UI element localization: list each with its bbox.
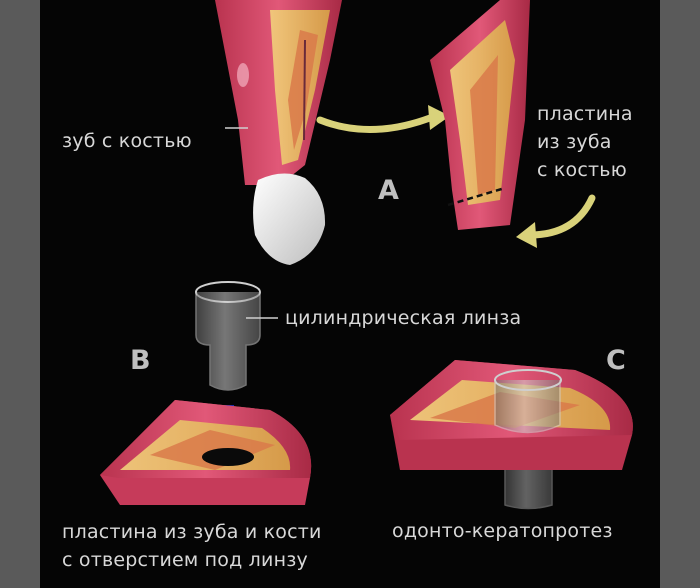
tooth-canal <box>303 39 306 141</box>
arrow-plate-down-icon <box>526 194 596 239</box>
lens-hole <box>202 448 254 466</box>
arrow-plate-down-head-icon <box>516 222 537 248</box>
step-letter-c: C <box>606 345 626 376</box>
step-letter-a: A <box>378 175 399 206</box>
label-plate-hole-line-2: с отверстием под линзу <box>62 549 308 571</box>
label-plate-line-3: с костью <box>537 159 627 181</box>
label-plate-from-tooth: пластина из зуба с костью <box>537 100 633 184</box>
tooth-crown-shape <box>253 173 326 265</box>
plate-root-shape <box>470 55 498 195</box>
step-letter-b: B <box>130 345 151 376</box>
label-plate-line-1: пластина <box>537 103 633 125</box>
arrow-to-plate-icon <box>316 114 434 134</box>
arrow-to-plate-head-icon <box>428 105 450 130</box>
label-plate-hole-line-1: пластина из зуба и кости <box>62 521 322 543</box>
label-plate-line-2: из зуба <box>537 131 612 153</box>
lens-body <box>195 292 261 391</box>
plate-with-hole-illustration <box>100 400 312 505</box>
odonto-keratoprosthesis-illustration <box>390 360 633 510</box>
okp-lens-bottom <box>504 470 553 510</box>
cylindrical-lens-illustration <box>195 281 278 391</box>
label-plate-with-hole: пластина из зуба и кости с отверстием по… <box>62 518 322 574</box>
tooth-highlight <box>237 63 249 87</box>
label-tooth-with-bone: зуб с костью <box>62 130 192 152</box>
label-cylindrical-lens: цилиндрическая линза <box>285 307 522 329</box>
tooth-with-bone-illustration <box>215 0 342 265</box>
label-odonto-keratoprosthesis: одонто-кератопротез <box>392 520 613 542</box>
plate-illustration <box>430 0 530 230</box>
tooth-root-shape <box>288 30 318 150</box>
okp-lens-top <box>494 380 561 434</box>
okp-lens-rim <box>494 369 562 391</box>
